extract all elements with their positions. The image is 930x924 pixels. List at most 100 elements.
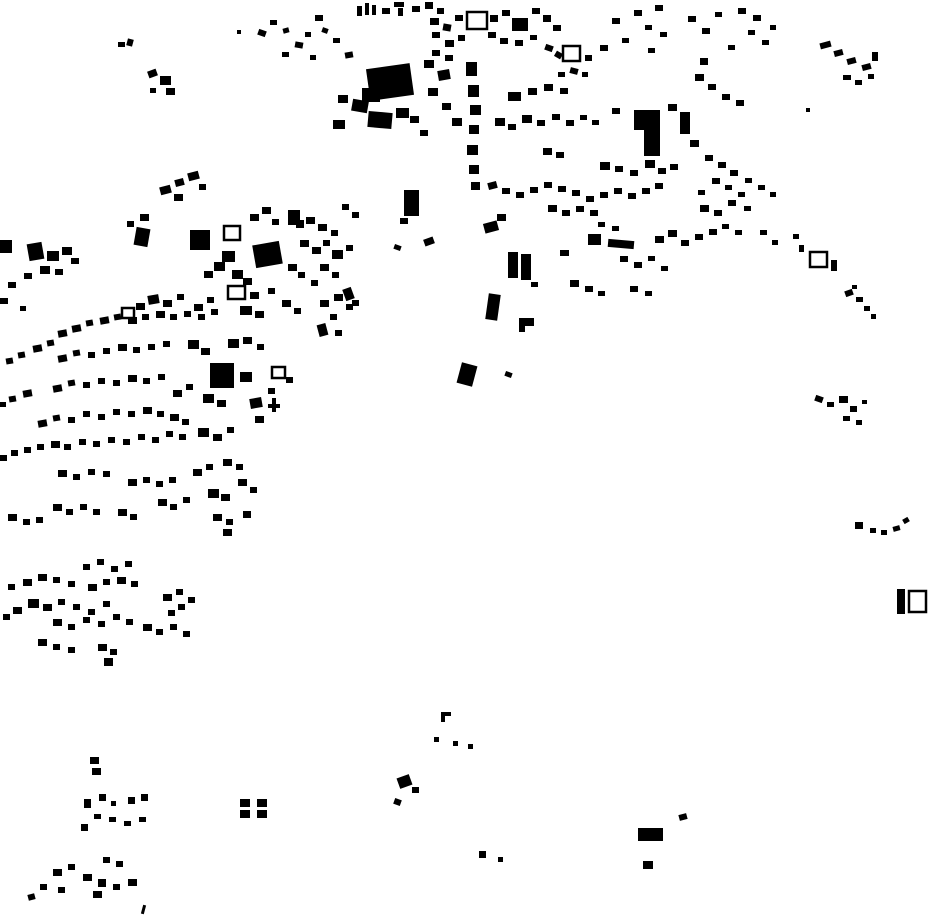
building-footprint [80,504,87,510]
building-footprint [66,509,73,515]
building-footprint [508,92,521,101]
building-footprint [243,511,251,518]
building-footprint [123,439,130,445]
building-footprint [394,2,404,7]
building-footprint [83,564,90,570]
building-footprint [868,74,874,79]
building-footprint [160,76,171,85]
building-footprint [572,190,580,196]
building-footprint [404,190,419,216]
building-footprint [770,25,776,30]
building-footprint [393,243,402,252]
building-footprint [642,188,650,194]
building-footprint [85,319,94,327]
building-footprint [645,160,655,168]
building-footprint [728,45,735,50]
building-footprint [758,185,765,190]
building-footprint [118,42,125,47]
building-footprint [17,351,26,359]
building-footprint [226,284,247,301]
building-footprint [232,270,243,279]
building-footprint [57,354,68,363]
building-footprint [465,10,489,31]
building-footprint [634,10,642,16]
building-footprint [725,185,732,190]
building-footprint [217,400,226,407]
building-footprint [73,604,80,610]
building-footprint [442,23,452,32]
building-footprint [334,294,343,301]
building-footprint [425,2,433,9]
building-footprint [479,851,486,858]
building-footprint [38,574,47,581]
building-footprint [210,363,234,388]
building-footprint [321,27,329,34]
building-footprint [257,799,267,807]
building-footprint [655,5,663,11]
building-footprint [346,304,353,310]
building-footprint [58,470,67,477]
building-footprint [203,394,214,403]
building-footprint [485,293,501,321]
building-footprint [458,35,465,41]
building-footprint [46,339,55,347]
building-footprint [612,108,620,114]
building-footprint [213,434,222,441]
building-footprint [111,566,118,572]
building-footprint [90,757,99,764]
building-footprint [83,617,90,623]
building-footprint [342,204,349,210]
building-footprint [543,15,551,22]
building-footprint [615,166,623,172]
building-footprint [53,644,60,650]
building-footprint [128,375,137,382]
building-footprint [333,120,345,129]
building-footprint [333,38,340,43]
building-footprint [600,192,608,198]
building-footprint [661,266,668,271]
building-footprint [272,219,279,225]
building-footprint [420,130,428,136]
building-footprint [128,317,137,324]
building-footprint [243,278,252,285]
building-footprint [362,88,380,102]
building-footprint [844,288,854,298]
building-footprint [678,813,688,821]
building-footprint [68,581,75,587]
building-footprint [71,324,82,333]
building-footprint [660,32,667,37]
building-footprint [634,262,642,268]
building-footprint [118,344,127,351]
building-footprint [352,300,359,306]
building-footprint [648,256,655,261]
building-footprint [120,306,136,320]
building-footprint [346,245,353,251]
building-footprint [748,30,755,35]
building-footprint [11,450,18,456]
building-footprint [561,44,582,63]
building-footprint [570,280,579,287]
building-footprint [257,810,267,818]
building-footprint [223,529,232,536]
building-footprint [638,828,663,841]
building-footprint [537,120,545,126]
building-footprint [531,282,538,287]
building-footprint [222,224,242,242]
building-footprint [140,904,147,915]
building-footprint [424,60,434,68]
building-footprint [300,240,309,247]
building-footprint [410,116,419,123]
building-footprint [576,206,584,212]
building-footprint [487,180,498,191]
building-footprint [170,414,179,421]
building-footprint [498,857,503,862]
building-footprint [141,794,148,801]
building-footprint [630,170,638,176]
building-footprint [504,370,513,379]
building-footprint [614,188,622,194]
building-footprint [714,210,722,216]
building-footprint [118,509,127,516]
building-footprint [98,414,105,420]
building-footprint [183,497,190,503]
